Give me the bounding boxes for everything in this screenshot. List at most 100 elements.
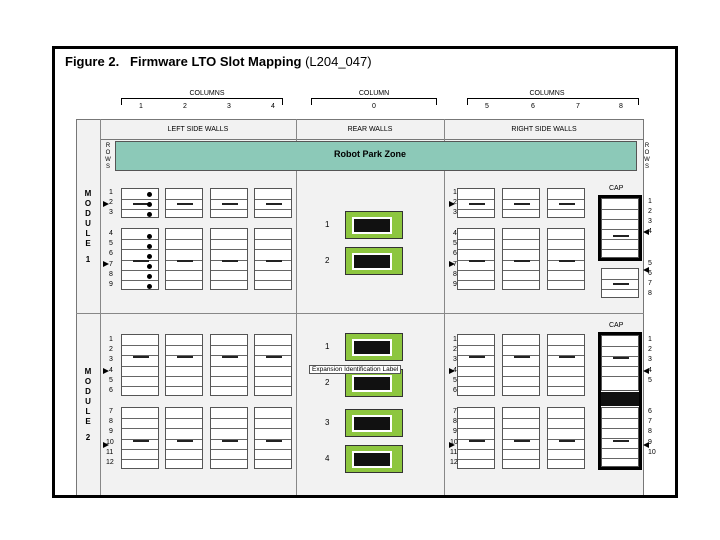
slot-divider bbox=[458, 386, 494, 387]
m1-drive-1 bbox=[345, 211, 403, 239]
slot-divider bbox=[503, 428, 539, 429]
right-side-walls-label: RIGHT SIDE WALLS bbox=[511, 126, 577, 133]
figure-ref: (L204_047) bbox=[305, 54, 372, 69]
slot-divider bbox=[602, 448, 638, 449]
m1-cap-arrow-1 bbox=[643, 229, 649, 235]
module-1-text: MODULE bbox=[84, 189, 92, 248]
col-num-5: 5 bbox=[485, 103, 489, 110]
m2-drive-num-3: 3 bbox=[325, 418, 330, 427]
slot-divider bbox=[166, 249, 202, 250]
m1-left-bay-lower-2 bbox=[165, 228, 203, 290]
m2-right-row-11: 11 bbox=[450, 449, 458, 456]
slot-divider bbox=[602, 289, 638, 290]
slot-divider bbox=[166, 280, 202, 281]
slot-divider bbox=[255, 449, 291, 450]
slot-divider bbox=[602, 219, 638, 220]
m1-col1-dot-6 bbox=[147, 254, 152, 259]
divider-rear-right bbox=[444, 119, 445, 495]
module-2-text: MODULE bbox=[84, 367, 92, 426]
slot-divider bbox=[458, 345, 494, 346]
m1-left-row-6: 6 bbox=[109, 250, 113, 257]
column-center-bracket bbox=[311, 98, 437, 105]
m2-right-row-2: 2 bbox=[453, 346, 457, 353]
slot-divider bbox=[458, 209, 494, 210]
col-num-3: 3 bbox=[227, 103, 231, 110]
slot-divider bbox=[503, 280, 539, 281]
m1-right-row-8: 8 bbox=[453, 271, 457, 278]
slot-marker bbox=[559, 440, 575, 442]
slot-marker bbox=[469, 203, 485, 205]
slot-divider bbox=[503, 249, 539, 250]
slot-divider bbox=[458, 439, 494, 440]
slot-divider bbox=[211, 345, 247, 346]
rows-label-right-text: ROWS bbox=[644, 143, 650, 170]
m2-left-bay-upper-1 bbox=[121, 334, 159, 396]
slot-divider bbox=[166, 449, 202, 450]
section-header-row bbox=[100, 119, 644, 140]
m2-right-row-7: 7 bbox=[453, 408, 457, 415]
slot-marker bbox=[133, 203, 149, 205]
m2-left-row-5: 5 bbox=[109, 377, 113, 384]
slot-marker bbox=[514, 203, 530, 205]
slot-divider bbox=[458, 459, 494, 460]
slot-divider bbox=[211, 449, 247, 450]
slot-divider bbox=[122, 355, 158, 356]
m2-right-bay-lower-1 bbox=[457, 407, 495, 469]
slot-marker bbox=[613, 357, 629, 359]
slot-divider bbox=[548, 439, 584, 440]
drive-slot bbox=[352, 415, 392, 432]
m2-left-row-2: 2 bbox=[109, 346, 113, 353]
m1-cap-arrow-2 bbox=[643, 267, 649, 273]
m2-cap-row-4: 4 bbox=[648, 367, 652, 374]
m1-col1-dot-5 bbox=[147, 244, 152, 249]
drive-slot bbox=[352, 339, 392, 356]
slot-marker bbox=[514, 356, 530, 358]
m2-left-bay-lower-3 bbox=[210, 407, 248, 469]
slot-divider bbox=[458, 418, 494, 419]
col-num-7: 7 bbox=[576, 103, 580, 110]
slot-marker bbox=[559, 203, 575, 205]
slot-divider bbox=[458, 449, 494, 450]
slot-divider bbox=[602, 366, 638, 367]
slot-divider bbox=[211, 386, 247, 387]
m1-right-row-6: 6 bbox=[453, 250, 457, 257]
slot-divider bbox=[211, 366, 247, 367]
m2-cap-row-2: 2 bbox=[648, 346, 652, 353]
m1-cap-row-7: 7 bbox=[648, 280, 652, 287]
m1-cap-row-3: 3 bbox=[648, 218, 652, 225]
m2-left-bay-upper-4 bbox=[254, 334, 292, 396]
m2-drive-1 bbox=[345, 333, 403, 361]
m2-right-row-6: 6 bbox=[453, 387, 457, 394]
slot-divider bbox=[255, 386, 291, 387]
m2-left-bay-lower-2 bbox=[165, 407, 203, 469]
slot-divider bbox=[503, 209, 539, 210]
slot-divider bbox=[255, 355, 291, 356]
slot-divider bbox=[166, 345, 202, 346]
slot-divider bbox=[122, 280, 158, 281]
m2-left-arrow-2 bbox=[103, 442, 109, 448]
slot-marker bbox=[177, 440, 193, 442]
slot-divider bbox=[122, 345, 158, 346]
m1-right-bay-upper-3 bbox=[547, 188, 585, 218]
m1-right-bay-lower-1 bbox=[457, 228, 495, 290]
slot-divider bbox=[255, 239, 291, 240]
drive-slot bbox=[352, 451, 392, 468]
columns-right-bracket bbox=[467, 98, 639, 105]
slot-divider bbox=[548, 199, 584, 200]
m1-left-row-1: 1 bbox=[109, 189, 113, 196]
m1-left-arrow-2 bbox=[103, 261, 109, 267]
m1-left-bay-lower-1 bbox=[121, 228, 159, 290]
m2-cap-divider-block bbox=[601, 392, 639, 406]
m1-cap-row-8: 8 bbox=[648, 290, 652, 297]
slot-marker bbox=[177, 203, 193, 205]
slot-marker bbox=[133, 356, 149, 358]
m1-drive-num-2: 2 bbox=[325, 256, 330, 265]
m2-left-row-8: 8 bbox=[109, 418, 113, 425]
m1-drive-num-1: 1 bbox=[325, 220, 330, 229]
module-2-number: 2 bbox=[85, 433, 91, 442]
m2-right-bay-upper-2 bbox=[502, 334, 540, 396]
slot-divider bbox=[548, 249, 584, 250]
m2-left-bay-lower-1 bbox=[121, 407, 159, 469]
m1-left-bay-lower-3 bbox=[210, 228, 248, 290]
slot-divider bbox=[211, 199, 247, 200]
